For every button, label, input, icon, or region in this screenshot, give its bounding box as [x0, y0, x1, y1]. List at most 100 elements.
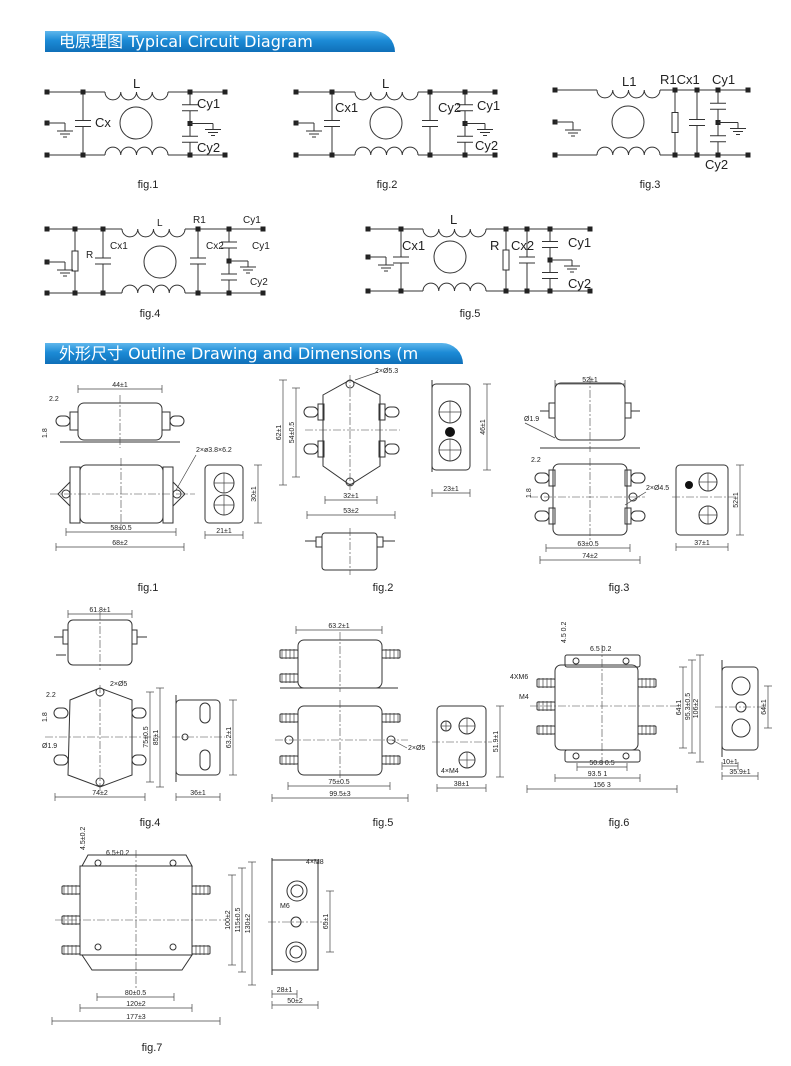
solder-lug: [55, 415, 71, 427]
resistor: [671, 112, 679, 133]
junction-node: [587, 226, 593, 232]
dimension-label: 54±0.5: [289, 422, 296, 443]
dimension-label: 4.5±0.2: [80, 827, 87, 850]
component-label: R: [490, 238, 499, 253]
junction-node: [44, 152, 50, 158]
ground-terminal: [685, 481, 693, 489]
core-circle: [143, 245, 177, 279]
dimension-label: 36±1: [190, 790, 206, 797]
inductor-top: [354, 91, 419, 101]
junction-node: [547, 226, 553, 232]
section-title: 电原理图 Typical Circuit Diagram: [59, 32, 313, 51]
dimension-label: 1.8: [526, 488, 533, 498]
hole: [622, 752, 630, 760]
junction-node: [365, 288, 371, 294]
terminal: [624, 469, 632, 487]
dimension-label: 4×M8: [306, 859, 324, 866]
terminal: [285, 941, 307, 963]
dimension-label: 44±1: [112, 382, 128, 389]
terminal: [376, 536, 384, 548]
junction-node: [44, 89, 50, 95]
component-label: Cy1: [477, 98, 500, 113]
dimension-label: 74±2: [582, 553, 598, 560]
junction-node: [195, 226, 201, 232]
terminal: [290, 884, 304, 898]
solder-lug: [53, 707, 69, 719]
figure-caption: fig.3: [640, 179, 661, 191]
component-label: Cy1: [252, 241, 270, 252]
junction-node: [293, 89, 299, 95]
junction-node: [587, 288, 593, 294]
dimension-label: 130±2: [245, 914, 252, 934]
hole: [94, 943, 102, 951]
solder-lug: [384, 406, 400, 418]
dimension-label: 2×ø3.8×6.2: [196, 447, 232, 454]
component-label: L: [133, 76, 140, 91]
figure-caption: fig.4: [140, 308, 161, 320]
slot: [199, 702, 211, 724]
dimension-label: 106±2: [693, 699, 700, 719]
solder-lug: [169, 415, 185, 427]
junction-node: [745, 87, 751, 93]
junction-node: [226, 226, 232, 232]
dimension-label: 10±1: [722, 759, 738, 766]
junction-node: [222, 152, 228, 158]
terminal: [731, 718, 751, 738]
section-title: 外形尺寸 Outline Drawing and Dimensions (m: [59, 344, 419, 363]
terminal: [69, 466, 81, 524]
junction-node: [195, 290, 201, 296]
dimension-label: 6.5±0.2: [106, 850, 129, 857]
section-header-circuit-diagram: 电原理图 Typical Circuit Diagram: [45, 31, 395, 52]
terminal: [161, 411, 171, 431]
junction-node: [329, 152, 335, 158]
junction-node: [100, 226, 106, 232]
figure-caption: fig.6: [609, 817, 630, 829]
dimension-label: 28±1: [277, 987, 293, 994]
stud: [279, 755, 299, 765]
solder-lug: [131, 754, 147, 766]
threaded-stud: [191, 945, 211, 955]
filter-body: [322, 379, 381, 486]
dimension-label: 93.5 1: [588, 771, 608, 778]
stud: [279, 713, 299, 723]
dimension-label: 85±1: [153, 730, 160, 746]
inductor-bottom: [104, 146, 169, 156]
hole: [572, 657, 580, 665]
figure-caption: fig.2: [377, 179, 398, 191]
component-label: Cx: [95, 115, 111, 130]
junction-node: [260, 226, 266, 232]
dimension-label: 65±1: [323, 914, 330, 930]
junction-node: [672, 87, 678, 93]
stud: [191, 945, 211, 955]
dimension-label: 62±1: [276, 425, 283, 441]
figure-caption: fig.5: [460, 308, 481, 320]
dimension-label: 21±1: [216, 528, 232, 535]
solder-lug: [534, 472, 550, 484]
dimension-label: 4×M4: [441, 768, 459, 775]
inductor-bottom: [422, 282, 487, 292]
dimension-label: 63.2±1: [226, 727, 233, 748]
dimension-label: 2.2: [46, 692, 56, 699]
component-label: Cy2: [705, 157, 728, 172]
junction-node: [524, 288, 530, 294]
core-circle: [119, 106, 153, 140]
dimension-label: 177±3: [126, 1014, 146, 1021]
junction-node: [44, 290, 50, 296]
figure-caption: fig.2: [373, 582, 394, 594]
inductor-bottom: [354, 146, 419, 156]
dimension-label: 38±1: [454, 781, 470, 788]
dimension-label: Ø1.9: [42, 743, 57, 750]
dimension-label: 2.2: [49, 396, 59, 403]
stud: [191, 885, 211, 895]
solder-lug: [384, 443, 400, 455]
junction-node: [427, 89, 433, 95]
component-label: Cy1: [712, 72, 735, 87]
dimension-label: 4XM6: [510, 674, 528, 681]
junction-node: [260, 290, 266, 296]
section-header-outline-drawing: 外形尺寸 Outline Drawing and Dimensions (m: [45, 343, 463, 364]
